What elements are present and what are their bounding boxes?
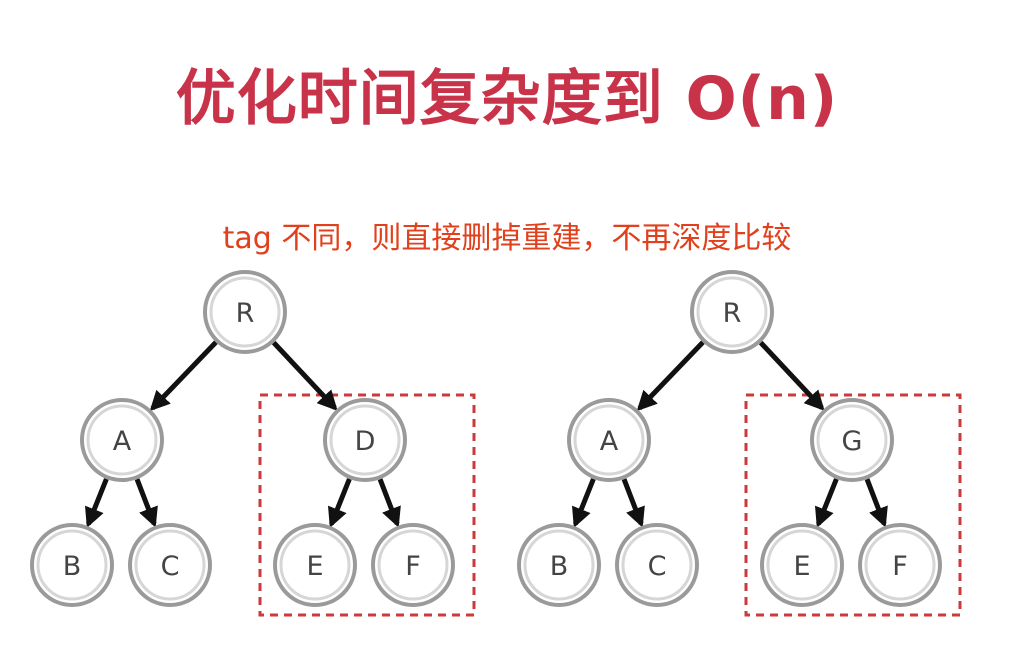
page-title: 优化时间复杂度到 O(n): [175, 64, 839, 134]
edge-r-a: [636, 340, 705, 412]
node-label: D: [355, 426, 376, 457]
node-label: C: [648, 551, 667, 582]
tree-node-e: E: [273, 523, 357, 607]
node-circle: [203, 270, 287, 354]
node-circle: [80, 398, 164, 482]
node-inner-ring: [36, 529, 108, 601]
node-inner-ring: [696, 276, 768, 348]
tree-node-g: G: [810, 398, 894, 482]
tree-node-r: R: [203, 270, 287, 354]
node-circle: [810, 398, 894, 482]
tree-node-c: C: [615, 523, 699, 607]
node-circle: [858, 523, 942, 607]
node-inner-ring: [573, 404, 645, 476]
edge-a-c: [621, 478, 645, 528]
edge-a-b: [84, 478, 109, 528]
tree-node-c: C: [128, 523, 212, 607]
edge-r-g: [758, 340, 825, 411]
node-label: E: [306, 551, 323, 582]
node-inner-ring: [86, 404, 158, 476]
node-label: G: [842, 426, 863, 457]
edge-d-f: [377, 478, 401, 528]
highlight-box-right: [744, 393, 962, 617]
node-inner-ring: [134, 529, 206, 601]
node-inner-ring: [766, 529, 838, 601]
edge-d-e: [327, 478, 352, 528]
edge-a-c: [134, 478, 158, 528]
node-inner-ring: [329, 404, 401, 476]
tree-node-d: D: [323, 398, 407, 482]
tree-node-b: B: [517, 523, 601, 607]
tree-node-b: B: [30, 523, 114, 607]
node-label: F: [892, 551, 908, 582]
node-label: F: [405, 551, 421, 582]
node-circle: [273, 523, 357, 607]
node-inner-ring: [816, 404, 888, 476]
node-circle: [128, 523, 212, 607]
tree-node-a: A: [567, 398, 651, 482]
node-circle: [567, 398, 651, 482]
node-circle: [371, 523, 455, 607]
edge-g-f: [864, 478, 888, 528]
node-label: E: [793, 551, 810, 582]
highlight-box-left: [258, 393, 476, 617]
node-label: C: [161, 551, 180, 582]
left-tree: R A D B C E F: [30, 270, 476, 617]
edge-r-a: [149, 340, 218, 412]
node-label: A: [600, 426, 619, 457]
node-circle: [323, 398, 407, 482]
tree-node-a: A: [80, 398, 164, 482]
node-circle: [30, 523, 114, 607]
node-label: R: [723, 298, 742, 329]
right-tree: R A G B C E F: [517, 270, 962, 617]
node-circle: [615, 523, 699, 607]
node-circle: [690, 270, 774, 354]
node-inner-ring: [279, 529, 351, 601]
node-inner-ring: [864, 529, 936, 601]
node-inner-ring: [523, 529, 595, 601]
node-inner-ring: [377, 529, 449, 601]
edge-r-d: [271, 340, 338, 411]
tree-node-e: E: [760, 523, 844, 607]
tree-node-r: R: [690, 270, 774, 354]
node-label: B: [63, 551, 82, 582]
tree-node-f: F: [371, 523, 455, 607]
edge-a-b: [571, 478, 596, 528]
node-circle: [517, 523, 601, 607]
tree-node-f: F: [858, 523, 942, 607]
node-label: B: [550, 551, 569, 582]
node-circle: [760, 523, 844, 607]
node-inner-ring: [621, 529, 693, 601]
node-label: R: [236, 298, 255, 329]
node-inner-ring: [209, 276, 281, 348]
edge-g-e: [814, 478, 839, 528]
node-label: A: [113, 426, 132, 457]
diagram-caption: tag 不同，则直接删掉重建，不再深度比较: [222, 221, 792, 256]
